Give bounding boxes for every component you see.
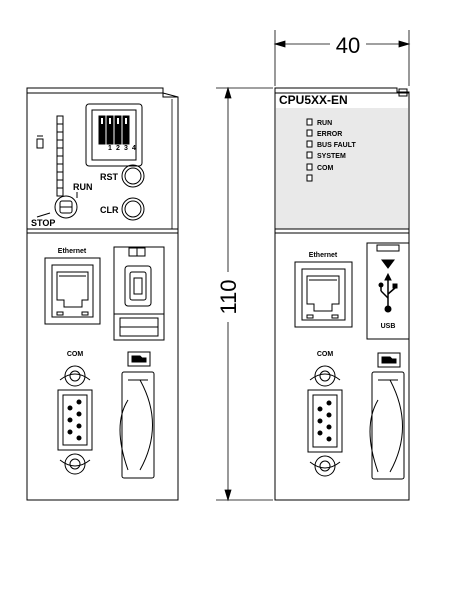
height-dimension bbox=[216, 86, 273, 502]
left-module-front-view bbox=[26, 87, 179, 501]
right-module-body bbox=[274, 87, 410, 501]
left-small-indicator bbox=[36, 138, 44, 149]
rst-label: RST bbox=[100, 172, 119, 182]
top-cover-panel bbox=[276, 108, 408, 229]
left-sd-card-icon bbox=[127, 351, 151, 367]
clr-button[interactable] bbox=[121, 197, 145, 221]
run-stop-switch[interactable] bbox=[36, 192, 78, 219]
rst-button[interactable] bbox=[121, 164, 145, 188]
right-ethernet-label: Ethernet bbox=[309, 252, 338, 259]
left-ethernet-port[interactable] bbox=[44, 257, 101, 325]
led-strip bbox=[56, 115, 64, 197]
stop-label: STOP bbox=[31, 218, 55, 228]
height-dimension-label: 110 bbox=[216, 279, 241, 314]
usb-port[interactable] bbox=[366, 242, 410, 340]
width-dimension bbox=[273, 30, 411, 86]
model-label: CPU5XX-EN bbox=[279, 93, 348, 107]
dip-number-4: 4 bbox=[132, 145, 136, 152]
dip-number-3: 3 bbox=[124, 145, 128, 152]
led-label-system: SYSTEM bbox=[317, 153, 346, 160]
left-module-body bbox=[26, 87, 179, 501]
left-sd-card-slot[interactable] bbox=[119, 371, 155, 479]
right-module-front-view bbox=[274, 87, 410, 501]
left-com-label: COM bbox=[67, 351, 84, 358]
right-module-labels: CPU5XX-EN RUN ERROR BUS FAULT SYSTEM COM… bbox=[279, 93, 395, 358]
led-label-run: RUN bbox=[317, 120, 332, 127]
led-label-com: COM bbox=[317, 165, 334, 172]
width-dimension-label: 40 bbox=[336, 33, 360, 58]
status-led-column bbox=[306, 118, 313, 182]
dip-number-1: 1 bbox=[108, 145, 112, 152]
left-module-labels: 1 2 3 4 RST CLR RUN STOP Ethernet COM bbox=[31, 145, 136, 358]
clr-label: CLR bbox=[100, 205, 119, 215]
usb-label: USB bbox=[381, 323, 396, 330]
right-sd-card-icon bbox=[377, 352, 401, 368]
right-ethernet-port[interactable] bbox=[294, 261, 353, 328]
right-com-db9-connector[interactable] bbox=[307, 365, 343, 477]
led-label-bus-fault: BUS FAULT bbox=[317, 142, 356, 149]
dip-number-2: 2 bbox=[116, 145, 120, 152]
dip-switch[interactable] bbox=[85, 103, 143, 167]
run-label: RUN bbox=[73, 182, 93, 192]
left-com-db9-connector[interactable] bbox=[57, 365, 93, 475]
led-label-error: ERROR bbox=[317, 131, 342, 138]
left-ethernet-label: Ethernet bbox=[58, 248, 87, 255]
right-sd-card-slot[interactable] bbox=[369, 371, 405, 480]
right-com-label: COM bbox=[317, 351, 334, 358]
usb-icon bbox=[378, 272, 398, 313]
mini-usb-port[interactable] bbox=[113, 246, 165, 341]
